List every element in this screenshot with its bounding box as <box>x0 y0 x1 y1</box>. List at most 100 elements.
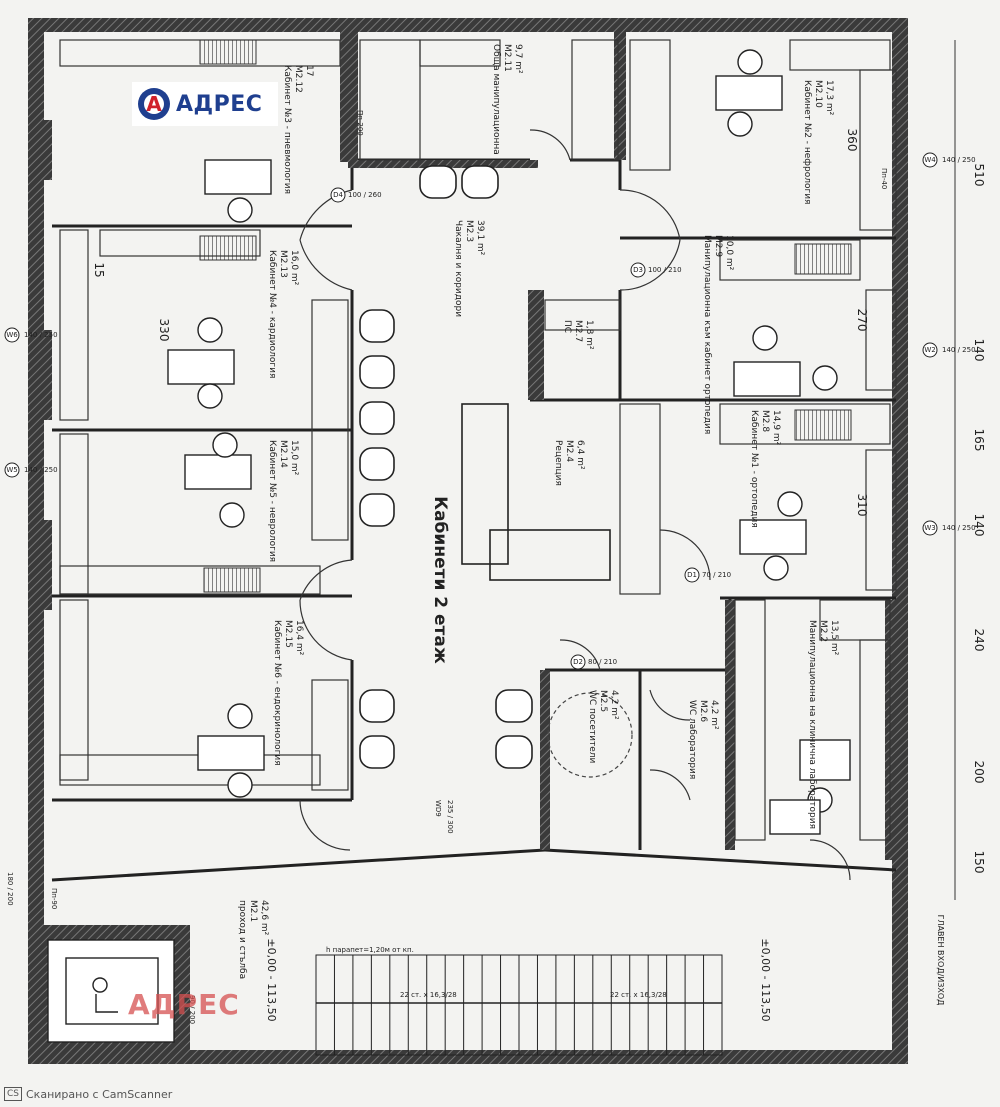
room-name: Кабинет №5 - неврология <box>267 440 277 562</box>
room-code: M2.1 <box>248 900 258 922</box>
window-tag-size: 140 / 250 <box>942 524 976 532</box>
stair-label-right: 22 ст. x 16,3/28 <box>610 991 667 999</box>
room-name: Кабинет №3 - пневмология <box>282 65 292 194</box>
room-code: M2.7 <box>573 320 583 342</box>
inner-dimension: 330 <box>157 319 171 342</box>
room-label: WC посетителиM2.54,2 m² <box>587 690 619 764</box>
door-tag-size: 70 / 210 <box>702 571 731 579</box>
door-tag-id: D4 <box>333 191 343 199</box>
door-tag-id: D3 <box>633 266 643 274</box>
inner-dimension: 270 <box>855 309 869 332</box>
room-code: M2.12 <box>293 65 303 93</box>
window-tag-size: 140 / 250 <box>942 156 976 164</box>
window-tag-id: W3 <box>924 524 935 532</box>
room-name: Кабинет №4 - кардиология <box>267 250 277 378</box>
room-label: Кабинет №4 - кардиологияM2.1316,0 m² <box>267 250 299 378</box>
room-code: M2.8 <box>760 410 770 432</box>
door-tag-circle <box>684 567 700 583</box>
dimension-value: 240 <box>972 629 986 652</box>
door-tag-circle <box>570 654 586 670</box>
plan-title: Кабинети 2 етаж <box>430 496 450 664</box>
door-tag-size: 80 / 210 <box>588 658 617 666</box>
inner-dimension: 310 <box>855 494 869 517</box>
elevation-left: ±0,00 - 113,50 <box>265 938 278 1021</box>
room-area: 42,6 m² <box>259 900 269 936</box>
window-tag-size: 140 / 250 <box>942 346 976 354</box>
wc-turning-circle <box>547 692 633 778</box>
inner-dimension: 15 <box>92 262 106 277</box>
room-area: 16,4 m² <box>294 620 304 656</box>
room-label: Чакалня и коридориM2.339,1 m² <box>453 220 485 317</box>
room-area: 16,0 m² <box>289 250 299 286</box>
agency-logo-icon <box>138 88 170 120</box>
door-tag-circle <box>330 187 346 203</box>
dimension-value: 140 <box>972 339 986 362</box>
room-name: Кабинет №1 - ортопедия <box>749 410 759 528</box>
room-area: 15,0 m² <box>289 440 299 476</box>
room-code: M2.5 <box>598 690 608 712</box>
room-label: Кабинет №5 - неврологияM2.1415,0 m² <box>267 440 299 562</box>
misc-label: Пп-90 <box>50 888 58 909</box>
room-area: 39,1 m² <box>475 220 485 256</box>
room-code: M2.14 <box>278 440 288 468</box>
door-tag-size: 100 / 210 <box>648 266 682 274</box>
room-code: M2.6 <box>698 700 708 722</box>
room-name: WC лаборатория <box>687 700 697 779</box>
room-label: WC лабораторияM2.64,2 m² <box>687 700 719 779</box>
room-name: Кабинет №2 - нефрология <box>802 80 812 204</box>
watermark: АДРЕС <box>128 988 240 1021</box>
counters <box>59 39 897 841</box>
room-area: 17,3 m² <box>824 80 834 116</box>
room-name: Манипулационна към кабинет ортопедия <box>702 235 712 434</box>
door-tag-id: D2 <box>573 658 583 666</box>
room-area: 4,2 m² <box>609 690 619 720</box>
parapet-label: h парапет=1,20м от кп. <box>326 946 414 954</box>
room-code: M2.4 <box>564 440 574 462</box>
room-label: Обща манипулационнаM2.119,7 m² <box>491 44 523 155</box>
room-name: проход и стълба <box>237 900 247 979</box>
room-code: M2.11 <box>502 44 512 72</box>
misc-label: 235 / 300 <box>446 800 454 834</box>
misc-label: 180 / 200 <box>6 872 14 906</box>
elevator <box>47 939 175 1043</box>
room-label: РецепцияM2.46,4 m² <box>553 440 585 486</box>
window-tag-id: W4 <box>924 156 936 164</box>
reception-desk <box>461 403 611 581</box>
misc-label: Пп-200 <box>356 110 364 136</box>
window-tag-circle <box>922 520 938 536</box>
door-swings <box>299 129 851 881</box>
room-name: Кабинет №6 - ендокринология <box>272 620 282 766</box>
window-tag-id: W5 <box>6 466 17 474</box>
dimension-value: 510 <box>972 164 986 187</box>
room-label: ПСM2.71,8 m² <box>562 320 594 350</box>
agency-logo: АДРЕС <box>132 82 278 126</box>
room-label: Кабинет №1 - ортопедияM2.814,9 m² <box>749 410 781 528</box>
room-name: Обща манипулационна <box>491 44 501 155</box>
misc-label: WD9 <box>434 800 442 817</box>
room-desks <box>167 49 851 835</box>
room-name: Рецепция <box>553 440 563 486</box>
window-tag-id: W6 <box>6 331 18 339</box>
room-code: M2.13 <box>278 250 288 278</box>
footer-text: Сканирано с CamScanner <box>26 1087 173 1101</box>
room-name: Манипулационна на клинична лаборатория <box>807 620 817 829</box>
room-label: Кабинет №3 - пневмологияM2.1217 <box>282 65 314 194</box>
dimension-value: 200 <box>972 761 986 784</box>
window-tag-id: W2 <box>924 346 935 354</box>
window-tag-size: 140 / 250 <box>24 466 58 474</box>
dimension-value: 165 <box>972 429 986 452</box>
dimension-value: 150 <box>972 851 986 874</box>
room-label: Манипулационна на клинична лабораторияM2… <box>807 620 839 829</box>
window-tag-circle <box>4 462 20 478</box>
room-area: 4,2 m² <box>709 700 719 730</box>
room-area: 17 <box>304 65 314 76</box>
room-label: Кабинет №6 - ендокринологияM2.1516,4 m² <box>272 620 304 766</box>
camscanner-icon: CS <box>4 1087 22 1101</box>
room-name: Чакалня и коридори <box>453 220 463 317</box>
dimension-value: 140 <box>972 514 986 537</box>
